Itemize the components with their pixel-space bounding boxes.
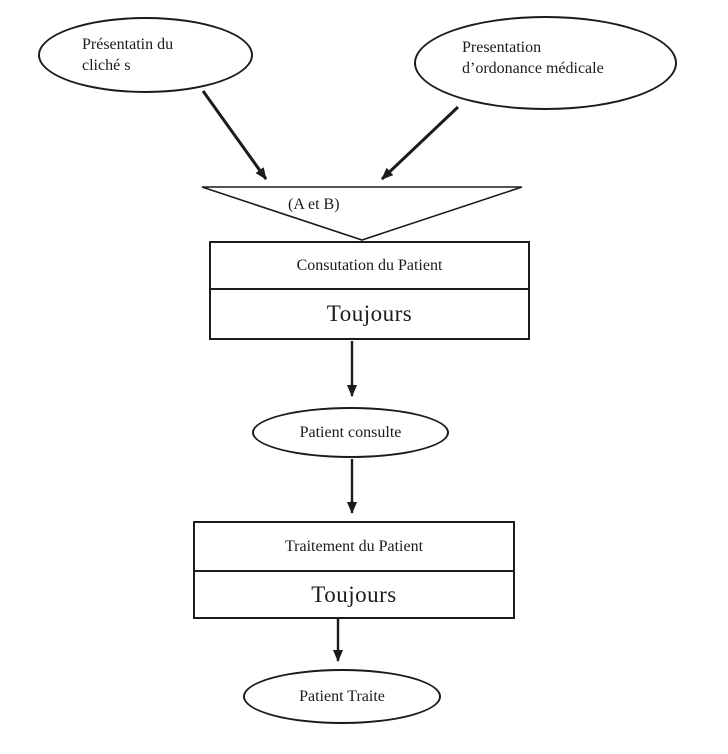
sync-triangle: [201, 186, 523, 241]
arrow-ordonnance-to-sync: [380, 105, 460, 181]
event-ellipse-presentation-ordonnance: Presentation d’ordonance médicale: [414, 16, 677, 110]
operation-rule-traitement: Toujours: [311, 581, 397, 607]
event-label-presentation-ordonnance: Presentation d’ordonance médicale: [462, 39, 604, 77]
result-label-patient-traite: Patient Traite: [299, 688, 385, 705]
operation-rule-consultation: Toujours: [326, 301, 413, 326]
operation-box-traitement: Traitement du Patient Toujours: [193, 521, 515, 619]
sync-condition-label: (A et B): [288, 196, 340, 213]
result-label-patient-consulte: Patient consulte: [299, 424, 402, 441]
operation-title-consultation: Consutation du Patient: [211, 243, 528, 290]
operation-box-consultation: Consutation du Patient Toujours: [209, 241, 530, 340]
event-ellipse-presentation-cliches: Présentatin du cliché s: [38, 17, 253, 93]
event-label-presentation-cliches: Présentatin du cliché s: [82, 36, 174, 74]
result-ellipse-patient-consulte: Patient consulte: [252, 407, 449, 458]
arrow-cliches-to-sync: [201, 90, 268, 180]
operation-title-traitement: Traitement du Patient: [195, 523, 513, 572]
result-ellipse-patient-traite: Patient Traite: [243, 669, 441, 724]
